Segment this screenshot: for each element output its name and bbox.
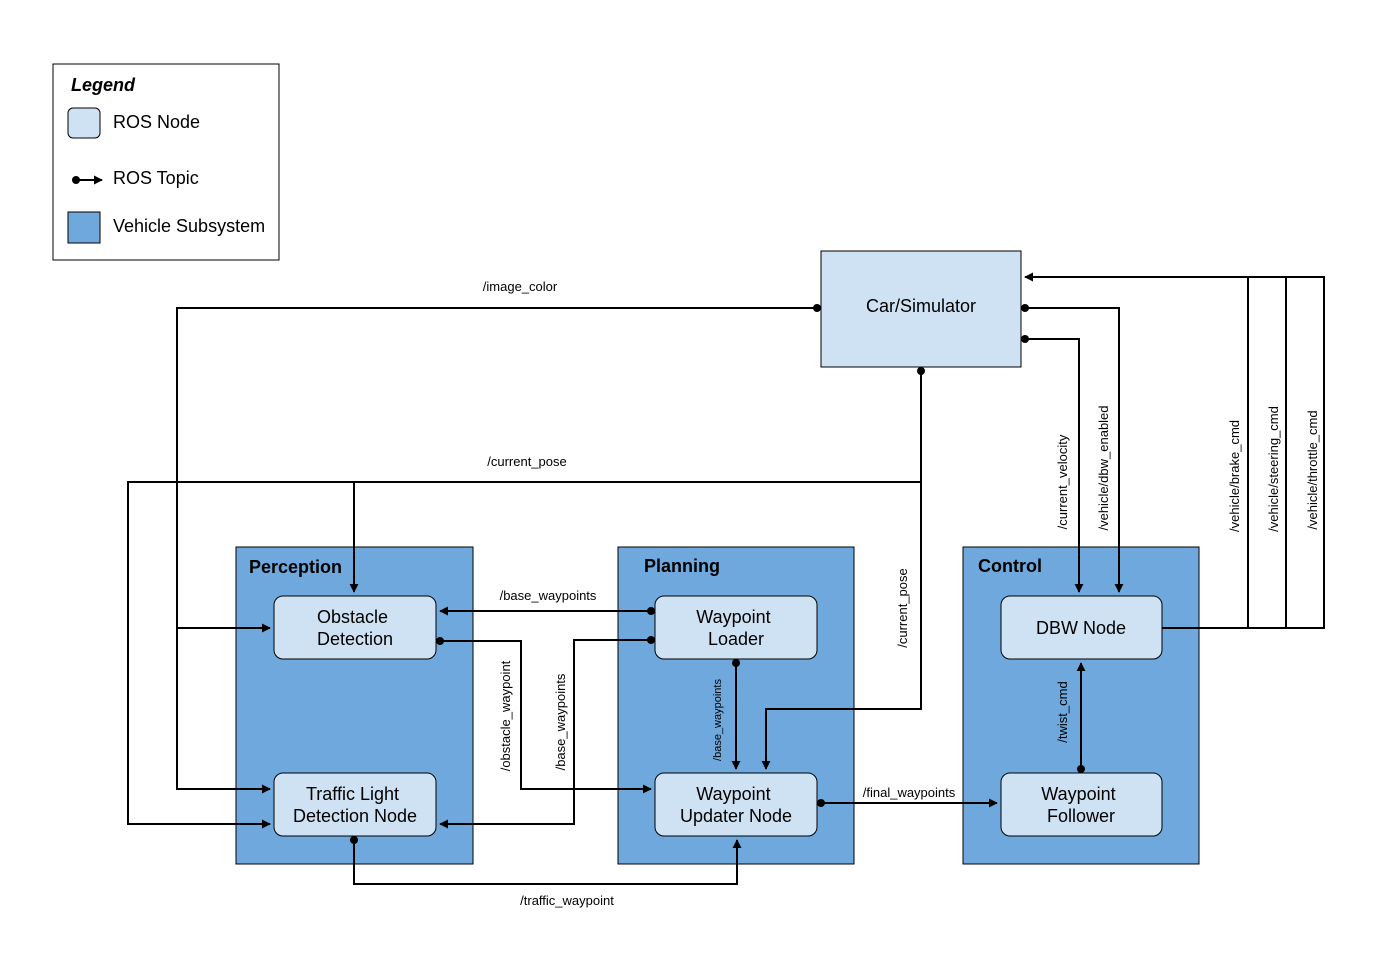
legend: Legend ROS Node ROS Topic Vehicle Subsys… xyxy=(52,63,280,261)
topic-base-waypoints-vertical: /base_waypoints xyxy=(553,673,568,770)
edge-current-velocity xyxy=(1021,335,1084,593)
traffic-light-detection-node xyxy=(273,772,437,837)
control-title: Control xyxy=(978,556,1042,576)
waypoint-updater-node xyxy=(654,772,818,837)
perception-title: Perception xyxy=(249,557,342,577)
topic-twist-cmd: /twist_cmd xyxy=(1055,681,1070,742)
traffic-light-detection-label: Traffic Light Detection Node xyxy=(293,784,417,826)
legend-vehicle-subsystem-swatch xyxy=(67,211,101,244)
topic-throttle-cmd: /vehicle/throttle_cmd xyxy=(1305,410,1320,529)
topic-traffic-waypoint: /traffic_waypoint xyxy=(520,893,614,908)
edge-vehicle-commands xyxy=(1024,272,1325,629)
obstacle-detection-node xyxy=(273,595,437,660)
edge-image-color xyxy=(176,304,821,794)
waypoint-follower-node xyxy=(1000,772,1163,837)
obstacle-detection-label: Obstacle Detection xyxy=(317,607,393,649)
car-simulator-label: Car/Simulator xyxy=(866,296,976,316)
waypoint-follower-label: Waypoint Follower xyxy=(1041,784,1120,826)
legend-ros-topic-label: ROS Topic xyxy=(113,168,199,188)
legend-title: Legend xyxy=(71,75,136,95)
legend-ros-node-label: ROS Node xyxy=(113,112,200,132)
edge-current-pose xyxy=(127,367,925,829)
topic-base-waypoints-planning: /base_waypoints xyxy=(712,679,724,761)
edge-final-waypoints xyxy=(817,798,998,808)
edge-traffic-waypoint xyxy=(350,836,742,885)
legend-ros-topic-icon xyxy=(72,175,103,185)
edge-base-waypoints-to-traffic xyxy=(439,636,655,829)
topic-base-waypoints-horizontal: /base_waypoints xyxy=(500,588,597,603)
car-simulator-node xyxy=(820,250,1022,368)
edge-base-waypoints-to-obstacle xyxy=(439,606,655,616)
waypoint-loader-label: Waypoint Loader xyxy=(696,607,775,649)
legend-vehicle-subsystem-label: Vehicle Subsystem xyxy=(113,216,265,236)
topic-image-color: /image_color xyxy=(483,279,558,294)
edge-obstacle-waypoint xyxy=(436,637,652,794)
waypoint-updater-label: Waypoint Updater Node xyxy=(680,784,792,826)
legend-ros-node-swatch xyxy=(67,107,101,139)
topic-obstacle-waypoint: /obstacle_waypoint xyxy=(498,660,513,771)
edge-dbw-enabled xyxy=(1021,304,1124,593)
topic-current-pose-vertical: /current_pose xyxy=(895,568,910,648)
topic-dbw-enabled: /vehicle/dbw_enabled xyxy=(1096,405,1111,530)
topic-current-pose-horizontal: /current_pose xyxy=(487,454,567,469)
dbw-node-label: DBW Node xyxy=(1036,618,1126,638)
edge-twist-cmd xyxy=(1076,662,1086,773)
topic-current-velocity: /current_velocity xyxy=(1055,434,1070,529)
waypoint-loader-node xyxy=(654,595,818,660)
edge-base-waypoints-planning xyxy=(731,659,741,770)
topic-final-waypoints: /final_waypoints xyxy=(863,785,956,800)
planning-title: Planning xyxy=(644,556,720,576)
topic-steering-cmd: /vehicle/steering_cmd xyxy=(1266,406,1281,532)
topic-brake-cmd: /vehicle/brake_cmd xyxy=(1227,420,1242,532)
